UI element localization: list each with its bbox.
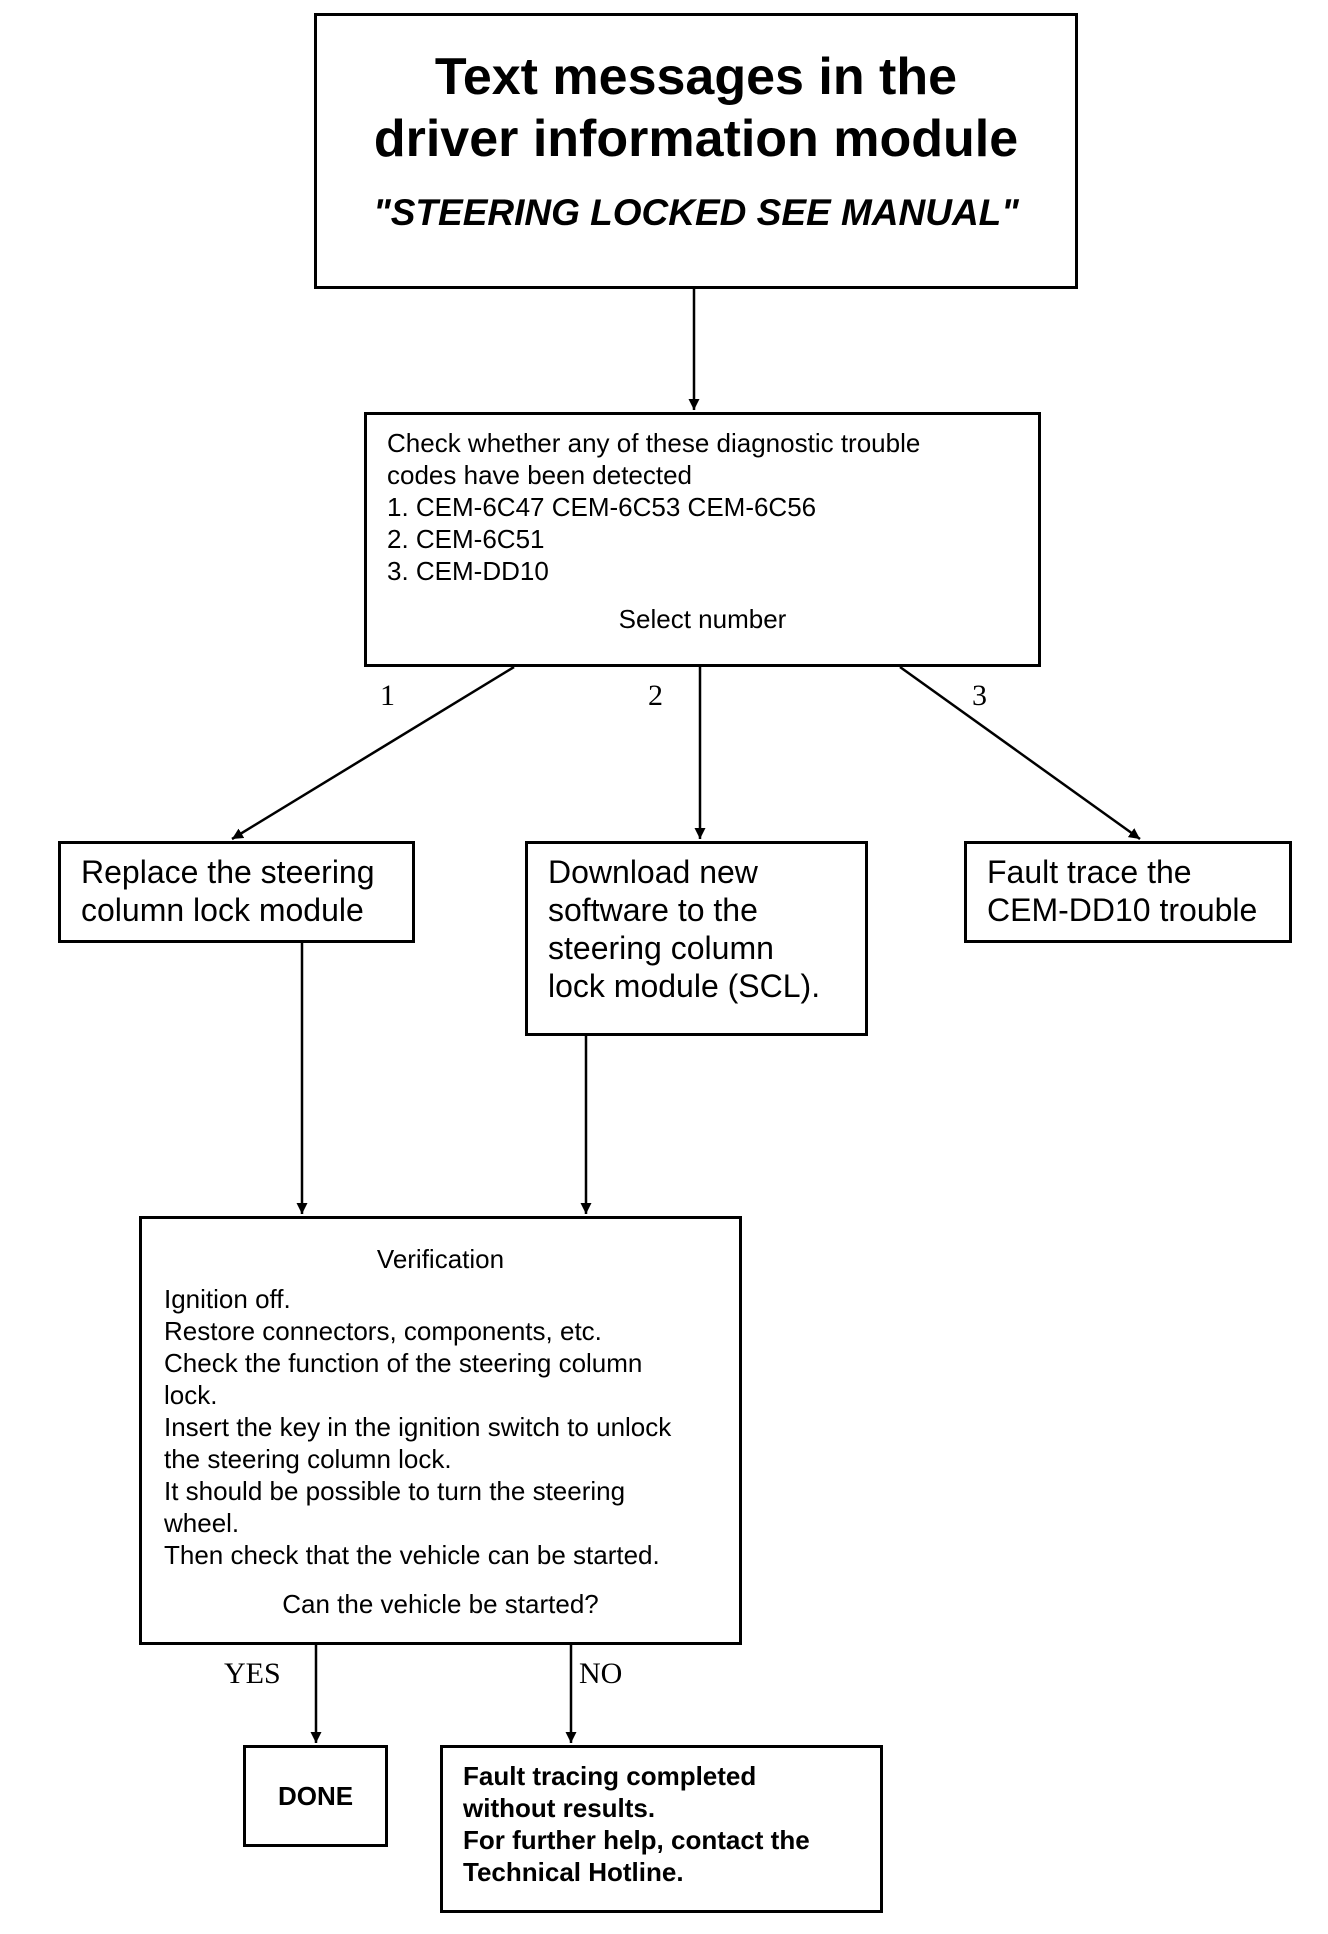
verification-line: the steering column lock.	[164, 1444, 452, 1474]
replace-line: column lock module	[81, 892, 364, 928]
verification-heading: Verification	[376, 1244, 505, 1274]
fault-trace-line: Fault trace the	[987, 854, 1192, 890]
download-line: steering column	[548, 930, 774, 966]
no-result-line: without results.	[463, 1793, 656, 1823]
no-result-line: Fault tracing completed	[463, 1761, 757, 1791]
download-line: lock module (SCL).	[548, 968, 821, 1004]
verification-box: Verification Ignition off. Restore conne…	[139, 1216, 742, 1645]
no-result-line: For further help, contact the	[463, 1825, 810, 1855]
dtc-option-2: 2. CEM-6C51	[387, 524, 545, 554]
dtc-option-3: 3. CEM-DD10	[387, 556, 549, 586]
verification-question: Can the vehicle be started?	[282, 1589, 599, 1619]
download-software-box: Download new software to the steering co…	[525, 841, 868, 1036]
no-label: NO	[579, 1657, 623, 1690]
verification-line: Ignition off.	[164, 1284, 291, 1314]
branch-label-1: 1	[380, 679, 395, 712]
verification-line: Then check that the vehicle can be start…	[164, 1540, 660, 1570]
check-line: Check whether any of these diagnostic tr…	[387, 428, 921, 458]
branch-label-2: 2	[648, 679, 663, 712]
replace-module-box: Replace the steering column lock module	[58, 841, 415, 943]
done-text: DONE	[277, 1780, 354, 1811]
verification-line: lock.	[164, 1380, 218, 1410]
select-number-prompt: Select number	[618, 604, 787, 634]
arrow-branch-1	[231, 665, 515, 841]
check-dtc-box: Check whether any of these diagnostic tr…	[364, 412, 1041, 667]
done-box: DONE	[243, 1745, 388, 1847]
check-line: codes have been detected	[387, 460, 693, 490]
title-box: Text messages in the driver information …	[314, 13, 1078, 289]
download-line: Download new	[548, 854, 758, 890]
dtc-option-1: 1. CEM-6C47 CEM-6C53 CEM-6C56	[387, 492, 817, 522]
branch-label-3: 3	[972, 679, 987, 712]
download-line: software to the	[548, 892, 758, 928]
yes-label: YES	[224, 1657, 281, 1690]
no-result-box: Fault tracing completed without results.…	[440, 1745, 883, 1913]
fault-trace-box: Fault trace the CEM-DD10 trouble	[964, 841, 1292, 943]
verification-line: It should be possible to turn the steeri…	[164, 1476, 626, 1506]
message-text: "STEERING LOCKED SEE MANUAL"	[373, 192, 1019, 233]
verification-line: Check the function of the steering colum…	[164, 1348, 643, 1378]
verification-line: Restore connectors, components, etc.	[164, 1316, 602, 1346]
no-result-line: Technical Hotline.	[463, 1857, 684, 1887]
verification-line: wheel.	[164, 1508, 240, 1538]
replace-line: Replace the steering	[81, 854, 375, 890]
fault-trace-line: CEM-DD10 trouble	[987, 892, 1258, 928]
title-line-2: driver information module	[373, 110, 1019, 168]
verification-line: Insert the key in the ignition switch to…	[164, 1412, 672, 1442]
title-line-1: Text messages in the	[434, 48, 958, 106]
arrow-branch-3	[899, 665, 1141, 841]
